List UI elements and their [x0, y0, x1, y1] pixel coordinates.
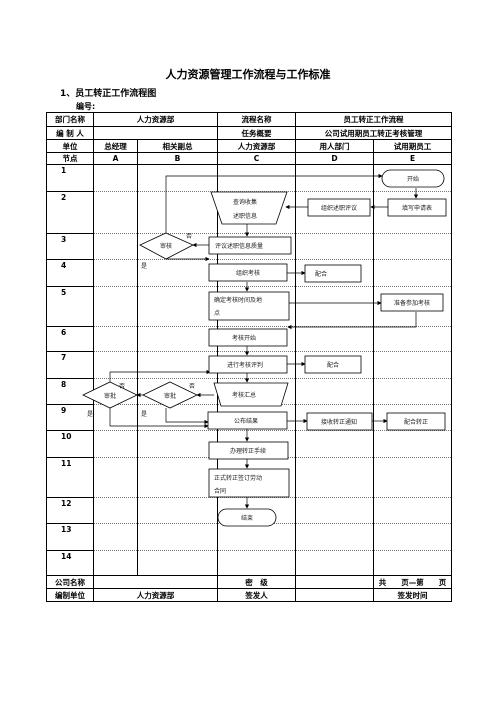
row-number: 6	[46, 326, 94, 352]
node-label: 节点	[46, 152, 94, 165]
node-d: D	[295, 152, 374, 165]
security-level-value	[295, 575, 374, 589]
node-b: B	[137, 152, 218, 165]
issuer-label: 签发人	[217, 588, 296, 602]
node-c: C	[217, 152, 296, 165]
process-name-label: 流程名称	[217, 112, 296, 127]
issuer-value	[295, 588, 374, 602]
row-number: 3	[46, 233, 94, 260]
company-name-value	[93, 575, 218, 589]
row-number: 1	[46, 164, 94, 192]
dept-name-label: 部门名称	[46, 112, 94, 127]
process-name-value: 员工转正工作流程	[295, 112, 452, 127]
row-number: 7	[46, 351, 94, 379]
row-number: 8	[46, 378, 94, 405]
dept-name-value: 人力资源部	[93, 112, 218, 127]
row-number: 11	[46, 457, 94, 498]
issue-time-label: 签发时间	[373, 588, 452, 602]
task-summary-label: 任务概要	[217, 126, 296, 140]
unit-probation-employee: 试用期员工	[373, 139, 452, 153]
unit-general-manager: 总经理	[93, 139, 138, 153]
document-number-label: 编号:	[76, 102, 96, 111]
security-level-label: 密 级	[217, 575, 296, 589]
unit-vice-president: 相关副总	[137, 139, 218, 153]
row-number: 10	[46, 430, 94, 458]
document-title: 人力资源管理工作流程与工作标准	[165, 68, 331, 81]
row-number: 2	[46, 191, 94, 234]
unit-hr-department: 人力资源部	[217, 139, 296, 153]
page-count: 共 页—第 页	[373, 575, 452, 589]
row-number: 4	[46, 259, 94, 287]
issuing-unit-value: 人力资源部	[93, 588, 218, 602]
row-number: 5	[46, 286, 94, 327]
task-summary-value: 公司试用期员工转正考核管理	[295, 126, 452, 140]
row-number: 13	[46, 523, 94, 551]
section-title: 1、员工转正工作流程图	[60, 89, 157, 99]
company-name-label: 公司名称	[46, 575, 94, 589]
node-a: A	[93, 152, 138, 165]
issuing-unit-label: 编制单位	[46, 588, 94, 602]
row-number: 14	[46, 550, 94, 576]
node-e: E	[373, 152, 452, 165]
row-number: 9	[46, 404, 94, 431]
unit-hiring-department: 用人部门	[295, 139, 374, 153]
unit-label: 单位	[46, 139, 94, 153]
author-label: 编 制 人	[46, 126, 94, 140]
row-number: 12	[46, 497, 94, 524]
author-value	[93, 126, 218, 140]
process-table: 部门名称 人力资源部 流程名称 员工转正工作流程 编 制 人 任务概要 公司试用…	[46, 112, 452, 602]
